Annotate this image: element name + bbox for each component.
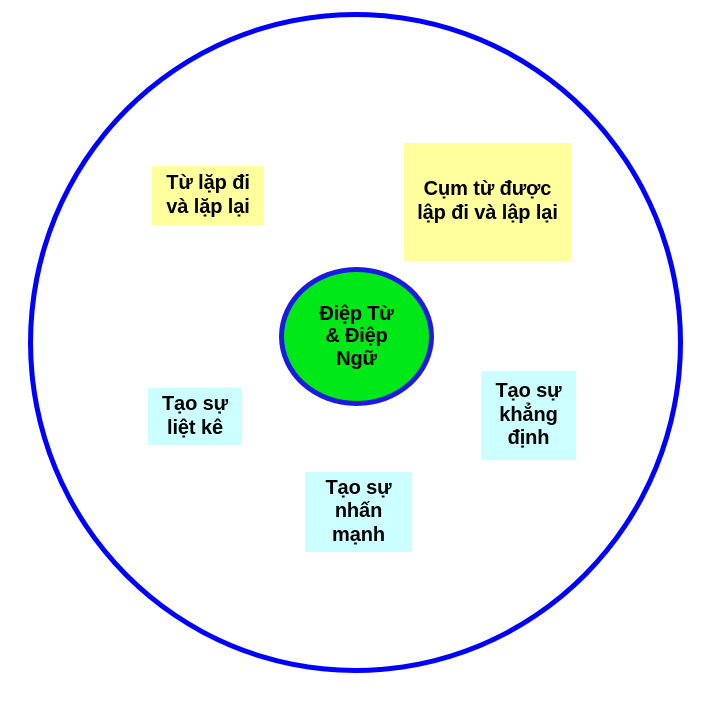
note-khang-dinh-label: Tạo sự khẳng định xyxy=(495,380,562,450)
note-tu-lap-label: Từ lặp đi và lặp lại xyxy=(166,171,250,218)
center-node-label: Điệp Từ & Điệp Ngữ xyxy=(319,302,394,370)
outer-boundary-circle xyxy=(28,12,683,673)
center-node-diep-tu-diep-ngu[interactable]: Điệp Từ & Điệp Ngữ xyxy=(279,267,434,406)
note-cum-tu[interactable]: Cụm từ được lập đi và lập lại xyxy=(404,143,571,261)
note-khang-dinh[interactable]: Tạo sự khẳng định xyxy=(481,371,576,460)
note-cum-tu-label: Cụm từ được lập đi và lập lại xyxy=(417,178,558,224)
note-nhan-manh[interactable]: Tạo sự nhấn mạnh xyxy=(305,472,412,552)
note-liet-ke-label: Tạo sự liệt kê xyxy=(161,392,229,439)
note-liet-ke[interactable]: Tạo sự liệt kê xyxy=(148,388,242,445)
note-tu-lap[interactable]: Từ lặp đi và lặp lại xyxy=(152,166,264,225)
note-nhan-manh-label: Tạo sự nhấn mạnh xyxy=(325,476,392,546)
